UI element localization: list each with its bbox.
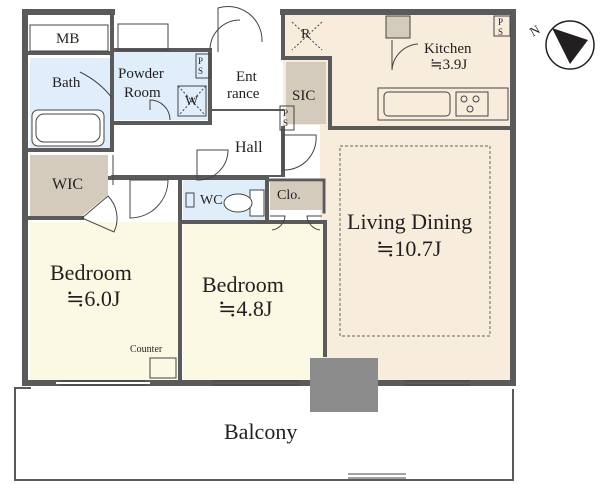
compass-needle-icon xyxy=(552,28,588,64)
room-label-refrigerator: R xyxy=(301,27,311,42)
room-size-bedroom-2: ≒4.8J xyxy=(218,296,273,321)
kitchen-sink xyxy=(383,91,451,117)
room-label-bedroom-2: Bedroom xyxy=(202,272,284,297)
room-label-wc: WC xyxy=(200,193,223,208)
room-label-ps-entrance: P S xyxy=(283,108,289,128)
bedroom2-floor xyxy=(183,222,323,380)
compass xyxy=(545,20,595,70)
room-label-washer: W xyxy=(185,94,199,109)
stove xyxy=(455,91,489,117)
wc-sink xyxy=(185,192,195,208)
room-label-bath: Bath xyxy=(52,75,81,91)
room-size-kitchen: ≒3.9J xyxy=(430,57,468,73)
room-label-ps-powder: P S xyxy=(198,56,204,76)
ps-box-kitchen xyxy=(493,15,511,37)
washer-box xyxy=(177,85,207,117)
room-label-hall: Hall xyxy=(235,139,263,156)
room-label-mb: MB xyxy=(56,31,80,47)
room-label-wic: WIC xyxy=(52,176,84,193)
bathtub xyxy=(31,109,105,147)
room-label-ps-kitchen: P S xyxy=(498,17,504,37)
wic-floor xyxy=(30,155,108,216)
room-label-counter: Counter xyxy=(130,344,163,355)
pillar xyxy=(310,358,378,412)
ps-box-entrance xyxy=(279,105,295,131)
room-label-closet: Clo. xyxy=(277,188,301,203)
kitchen-shelf xyxy=(385,15,411,39)
room-size-bedroom-1: ≒6.0J xyxy=(66,286,121,311)
toilet-bowl xyxy=(223,193,253,213)
room-label-sic: SIC xyxy=(292,88,316,104)
room-label-entrance-line1: Ent xyxy=(236,69,257,85)
powder-sink xyxy=(117,23,169,51)
living-dining-rug-outline xyxy=(339,145,491,337)
sic-floor xyxy=(286,62,326,124)
room-label-powder-room-line1: Powder xyxy=(118,66,164,82)
bedroom1-floor xyxy=(30,222,178,380)
room-label-balcony: Balcony xyxy=(224,419,298,444)
room-label-kitchen: Kitchen xyxy=(424,41,472,57)
room-label-powder-room-line2: Room xyxy=(124,85,161,101)
door-swings xyxy=(81,5,419,233)
room-label-entrance-line2: rance xyxy=(227,86,260,102)
kitchen-counter xyxy=(377,87,509,121)
room-size-living-dining: ≒10.7J xyxy=(376,236,442,261)
room-label-living-dining: Living Dining xyxy=(347,209,473,234)
mb-box xyxy=(29,24,109,52)
counter-shelf xyxy=(149,357,177,379)
closet-floor xyxy=(270,182,322,210)
ps-box-powder xyxy=(195,53,211,79)
powder-room-floor xyxy=(114,50,208,120)
room-label-bedroom-1: Bedroom xyxy=(50,260,132,285)
fixtures xyxy=(29,15,511,479)
